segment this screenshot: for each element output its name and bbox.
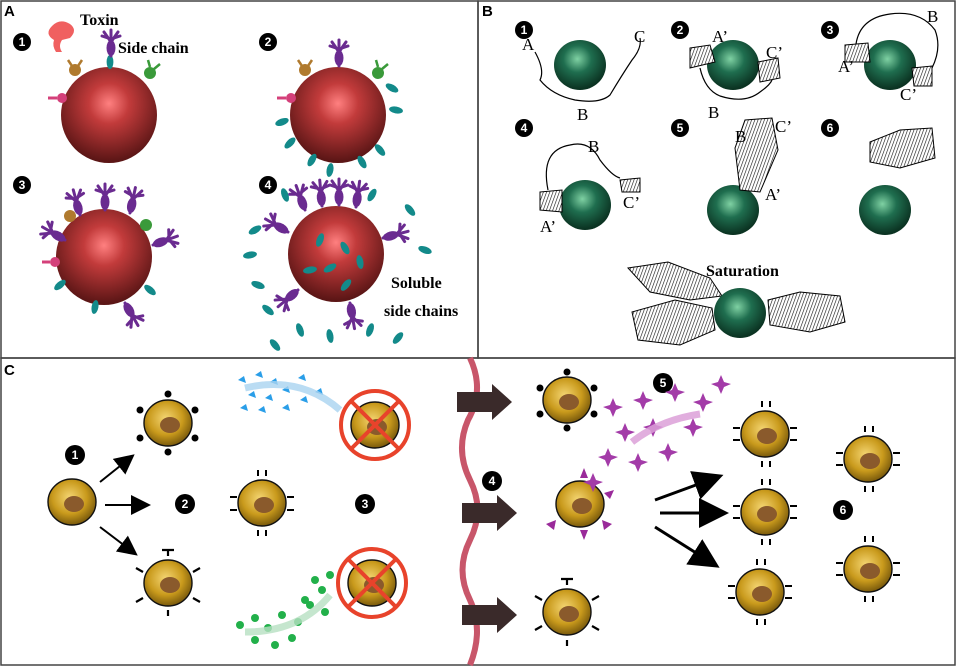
panel-b-step-3: 3 bbox=[821, 21, 839, 39]
panel-c-step-5: 5 bbox=[653, 373, 673, 393]
letter-b: B bbox=[577, 105, 588, 124]
antigen-cell-2 bbox=[274, 38, 404, 178]
b-cell-source bbox=[47, 478, 97, 526]
svg-text:1: 1 bbox=[19, 35, 26, 49]
blue-flow-arrow bbox=[244, 380, 343, 413]
panel-b-step-2: 2 bbox=[671, 21, 689, 39]
antigen-cell-1 bbox=[48, 28, 161, 163]
b-cell-round-receptors bbox=[136, 390, 199, 456]
side-chain-label: Side chain bbox=[118, 40, 189, 57]
clone-cell-5 bbox=[836, 536, 900, 602]
panel-c-step-4: 4 bbox=[482, 471, 502, 491]
toxin-icon bbox=[48, 21, 74, 52]
letter-b-5: B bbox=[735, 127, 746, 146]
letter-c-prime-3: C’ bbox=[900, 85, 917, 104]
svg-text:5: 5 bbox=[660, 376, 667, 390]
letter-b-3: B bbox=[927, 7, 938, 26]
svg-text:4: 4 bbox=[265, 178, 272, 192]
svg-text:5: 5 bbox=[677, 121, 684, 135]
antigen-cell-4 bbox=[242, 177, 433, 353]
panel-b-step-1: 1 bbox=[515, 21, 533, 39]
panel-c-step-2: 2 bbox=[175, 494, 195, 514]
svg-text:2: 2 bbox=[265, 35, 272, 49]
letter-a-prime-2: A’ bbox=[712, 27, 728, 46]
panel-b-step-4: 4 bbox=[515, 119, 533, 137]
green-flow-arrow bbox=[244, 592, 333, 636]
svg-text:6: 6 bbox=[827, 121, 834, 135]
svg-text:3: 3 bbox=[19, 178, 26, 192]
b-cell-t-receptors bbox=[135, 548, 201, 616]
clone-cell-4 bbox=[836, 426, 900, 492]
antigen-b6 bbox=[859, 127, 936, 235]
panel-b-step-5: 5 bbox=[671, 119, 689, 137]
panel-a-step-4: 4 bbox=[259, 176, 277, 194]
svg-text:3: 3 bbox=[362, 497, 369, 511]
clone-cell-3 bbox=[728, 559, 792, 625]
antigen-b4 bbox=[539, 143, 641, 230]
b-cell-right-top bbox=[536, 368, 598, 432]
letter-a-prime-3: A’ bbox=[838, 57, 854, 76]
svg-text:2: 2 bbox=[182, 497, 189, 511]
panel-a-step-3: 3 bbox=[13, 176, 31, 194]
panel-c-step-6: 6 bbox=[833, 500, 853, 520]
letter-c-prime-5: C’ bbox=[775, 117, 792, 136]
svg-text:6: 6 bbox=[840, 503, 847, 517]
svg-text:4: 4 bbox=[489, 474, 496, 488]
svg-text:1: 1 bbox=[521, 23, 528, 37]
big-arrow-middle bbox=[462, 495, 517, 531]
letter-a-prime-5: A’ bbox=[765, 185, 781, 204]
svg-text:1: 1 bbox=[72, 448, 79, 462]
blocked-cell-top bbox=[339, 389, 411, 461]
antigen-cell-3 bbox=[36, 182, 183, 332]
panel-c-label: C bbox=[4, 362, 15, 379]
svg-text:2: 2 bbox=[677, 23, 684, 37]
toxin-label: Toxin bbox=[80, 12, 119, 29]
svg-text:4: 4 bbox=[521, 121, 528, 135]
panel-c-step-3: 3 bbox=[355, 494, 375, 514]
clone-cell-2 bbox=[733, 479, 797, 545]
soluble-label-2: side chains bbox=[384, 303, 458, 320]
panel-b-label: B bbox=[482, 3, 493, 20]
antigen-b5 bbox=[707, 117, 779, 235]
saturation-label: Saturation bbox=[706, 263, 779, 280]
b-cell-bar-receptors bbox=[230, 470, 294, 536]
letter-b-2: B bbox=[708, 103, 719, 122]
panel-a-step-2: 2 bbox=[259, 33, 277, 51]
letter-c-prime-4: C’ bbox=[623, 193, 640, 212]
letter-a-prime-4: A’ bbox=[540, 217, 556, 236]
svg-text:3: 3 bbox=[827, 23, 834, 37]
letter-c: C bbox=[634, 27, 645, 46]
letter-b-4: B bbox=[588, 137, 599, 156]
clone-cell-1 bbox=[733, 401, 797, 467]
antigen-b2 bbox=[689, 40, 781, 100]
b-cell-right-middle bbox=[546, 468, 614, 540]
panel-c-step-1: 1 bbox=[65, 445, 85, 465]
panel-a-label: A bbox=[4, 3, 15, 20]
panel-a-step-1: 1 bbox=[13, 33, 31, 51]
purple-flow-arrow bbox=[629, 410, 701, 445]
soluble-label-1: Soluble bbox=[391, 275, 442, 292]
big-arrow-bottom bbox=[462, 597, 517, 633]
letter-c-prime-2: C’ bbox=[766, 43, 783, 62]
antigen-b1 bbox=[534, 37, 641, 102]
antigen-b3 bbox=[844, 12, 939, 90]
blocked-cell-bottom bbox=[336, 547, 408, 619]
panel-b-step-6: 6 bbox=[821, 119, 839, 137]
purple-antigen-swarm bbox=[583, 375, 731, 492]
big-arrow-top bbox=[457, 384, 512, 420]
antigen-saturation bbox=[626, 261, 846, 346]
letter-a: A bbox=[522, 35, 535, 54]
b-cell-right-bottom bbox=[534, 577, 600, 646]
